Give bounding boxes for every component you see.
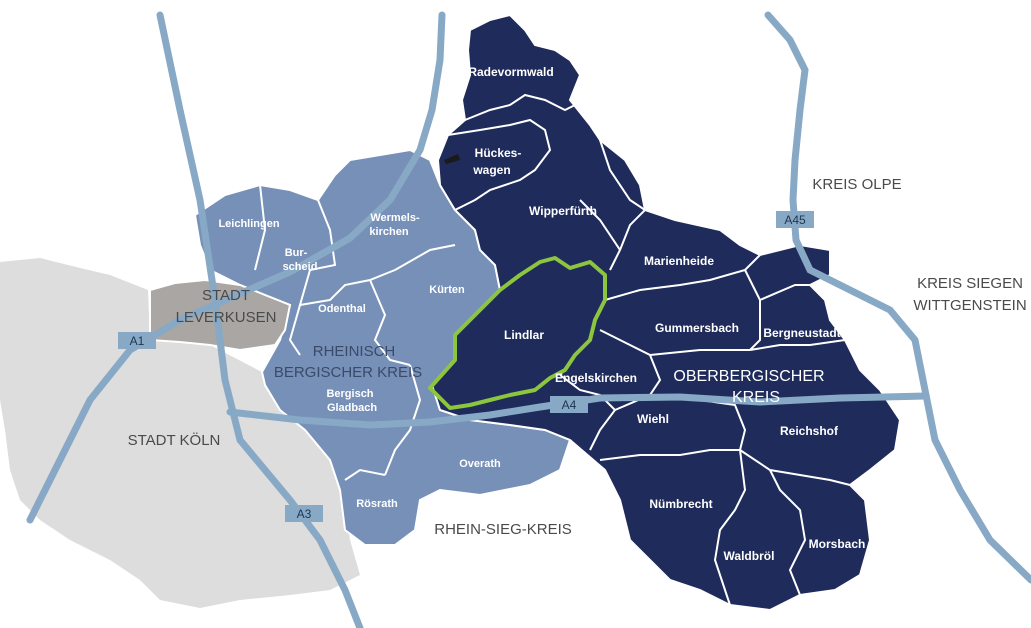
motorways xyxy=(26,11,1031,628)
road-a1 xyxy=(26,11,446,524)
label-rheinisch-bergischer-kreis-2: BERGISCHER KREIS xyxy=(274,364,422,381)
label-kreis-siegen-1: KREIS SIEGEN xyxy=(917,275,1023,292)
label-bergisch-gladbach-2: Gladbach xyxy=(327,402,377,414)
road-badge-a4: A4 xyxy=(550,396,588,413)
label-stadt-leverkusen-2: LEVERKUSEN xyxy=(176,309,277,326)
label-overath: Overath xyxy=(459,458,501,470)
label-burscheid-2: scheid xyxy=(283,261,318,273)
label-stadt-leverkusen-1: STADT xyxy=(202,287,250,304)
label-odenthal: Odenthal xyxy=(318,303,366,315)
small-mark xyxy=(444,154,460,164)
label-engelskirchen: Engelskirchen xyxy=(555,371,637,385)
label-wermelskirchen-2: kirchen xyxy=(369,226,408,238)
label-burscheid-1: Bur- xyxy=(285,247,308,259)
label-wipperfuerth: Wipperfürth xyxy=(529,204,597,218)
label-hueckeswagen-2: wagen xyxy=(472,163,510,177)
label-bergneustadt: Bergneustadt xyxy=(763,326,840,340)
road-badge-a3: A3 xyxy=(285,505,323,522)
label-waldbroel: Waldbröl xyxy=(724,549,775,563)
label-bergisch-gladbach-1: Bergisch xyxy=(326,388,373,400)
road-a4 xyxy=(226,392,930,429)
label-nuembrecht: Nümbrecht xyxy=(649,497,712,511)
svg-text:A4: A4 xyxy=(562,398,577,412)
label-oberbergischer-kreis-2: KREIS xyxy=(732,389,780,406)
road-badge-a1: A1 xyxy=(118,332,156,349)
label-radevormwald: Radevormwald xyxy=(468,65,553,79)
svg-text:A1: A1 xyxy=(130,334,145,348)
svg-text:A3: A3 xyxy=(297,507,312,521)
label-stadt-koeln: STADT KÖLN xyxy=(128,431,221,449)
lindlar-highlight[interactable] xyxy=(428,256,607,410)
label-kreis-siegen-2: WITTGENSTEIN xyxy=(913,297,1026,314)
label-marienheide: Marienheide xyxy=(644,254,714,268)
area-stadt-koeln[interactable] xyxy=(0,258,360,608)
area-oberbergischer-kreis[interactable] xyxy=(430,13,902,612)
label-kuerten: Kürten xyxy=(429,284,465,296)
label-rheinisch-bergischer-kreis-1: RHEINISCH xyxy=(313,343,396,360)
svg-text:A45: A45 xyxy=(784,213,806,227)
label-lindlar: Lindlar xyxy=(504,328,544,342)
road-a45 xyxy=(764,11,1031,584)
label-rhein-sieg-kreis: RHEIN-SIEG-KREIS xyxy=(434,521,572,538)
label-roesrath: Rösrath xyxy=(356,498,398,510)
label-wiehl: Wiehl xyxy=(637,412,669,426)
rheinberg-borders xyxy=(254,184,456,481)
label-morsbach: Morsbach xyxy=(809,537,866,551)
label-wermelskirchen-1: Wermels- xyxy=(370,212,420,224)
label-oberbergischer-kreis-1: OBERBERGISCHER xyxy=(673,368,824,385)
label-kreis-olpe: KREIS OLPE xyxy=(812,176,901,193)
label-hueckeswagen-1: Hückes- xyxy=(475,146,522,160)
label-gummersbach: Gummersbach xyxy=(655,321,739,335)
road-badge-a45: A45 xyxy=(776,211,814,228)
label-leichlingen: Leichlingen xyxy=(218,218,279,230)
label-reichshof: Reichshof xyxy=(780,424,839,438)
